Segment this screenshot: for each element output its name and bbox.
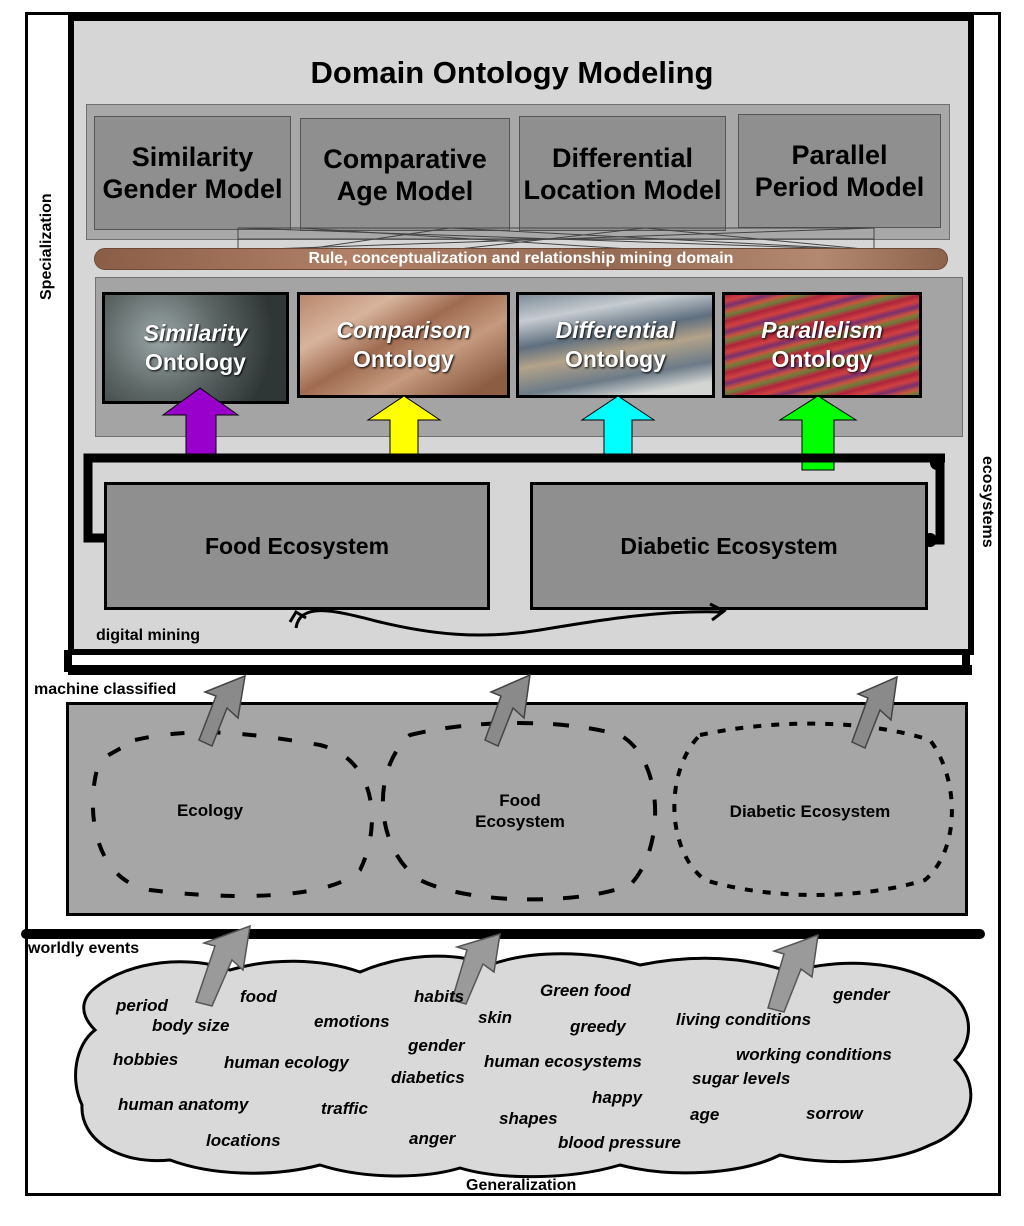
model-line1: Parallel <box>791 140 888 170</box>
grey-up-arrow <box>484 673 531 748</box>
ontology-line2: Ontology <box>353 346 454 372</box>
ecosystems-label: ecosystems <box>979 456 996 548</box>
event-word: greedy <box>570 1017 626 1036</box>
ontology-line1: Parallelism <box>761 317 883 343</box>
ecosystem-label: Diabetic Ecosystem <box>620 532 838 559</box>
rule-mining-bar: Rule, conceptualization and relationship… <box>94 248 948 270</box>
generalization-label: Generalization <box>466 1177 577 1194</box>
event-word: gender <box>408 1036 465 1055</box>
model-line2: Period Model <box>754 172 925 202</box>
ontology-line1: Comparison <box>336 317 471 343</box>
grey-up-arrow <box>767 933 819 1013</box>
event-word: traffic <box>321 1099 368 1118</box>
event-word: human ecology <box>224 1053 349 1072</box>
diagram-title: Domain Ontology Modeling <box>310 55 714 90</box>
model-line1: Similarity <box>131 142 254 172</box>
purple-up-arrow <box>161 387 240 459</box>
model-line2: Age Model <box>336 175 474 206</box>
ontology-line2: Ontology <box>565 346 666 372</box>
event-word: sorrow <box>806 1104 863 1123</box>
food-ecosystem-box: Food Ecosystem <box>104 482 490 610</box>
diabetic-ecosystem-box: Diabetic Ecosystem <box>530 482 928 610</box>
rule-bar-label: Rule, conceptualization and relationship… <box>308 250 734 267</box>
event-word: skin <box>478 1008 513 1027</box>
model-line2: Gender Model <box>102 174 283 204</box>
worldly-events-label: worldly events <box>28 940 140 957</box>
model-line2: Location Model <box>523 174 722 205</box>
event-word: diabetics <box>391 1068 465 1087</box>
event-word: blood pressure <box>558 1133 681 1152</box>
cluster-ecology: Ecology <box>150 800 270 821</box>
model-line1: Comparative <box>323 143 487 174</box>
specialization-label: Specialization <box>38 193 55 300</box>
event-word: happy <box>592 1088 643 1107</box>
grey-up-arrow <box>451 932 501 1005</box>
event-word: food <box>240 987 277 1006</box>
event-word: living conditions <box>676 1010 812 1029</box>
event-word: sugar levels <box>692 1069 791 1088</box>
event-word: age <box>690 1105 720 1124</box>
event-word: human anatomy <box>118 1095 249 1114</box>
cluster-line1: Food <box>499 791 541 810</box>
ecosystem-label: Food Ecosystem <box>204 532 390 559</box>
cluster-line2: Ecosystem <box>475 812 565 831</box>
event-word: body size <box>152 1016 230 1035</box>
cluster-line1: Diabetic Ecosystem <box>729 802 891 821</box>
ontology-line1: Similarity <box>143 320 248 346</box>
outer-frame <box>25 12 1001 1196</box>
event-word: gender <box>833 985 890 1004</box>
event-word: locations <box>206 1131 281 1150</box>
ontology-line1: Differential <box>555 317 676 343</box>
cyan-up-arrow <box>580 395 656 459</box>
digital-mining-label: digital mining <box>96 627 200 644</box>
grey-up-arrow <box>195 924 251 1007</box>
machine-classified-label: machine classified <box>34 681 177 698</box>
event-word: emotions <box>314 1012 390 1031</box>
event-word: human ecosystems <box>484 1052 642 1071</box>
event-word: shapes <box>499 1109 558 1128</box>
event-word: anger <box>409 1129 456 1148</box>
ontology-line2: Ontology <box>771 346 873 372</box>
ontology-line2: Ontology <box>145 349 246 375</box>
cluster-line1: Ecology <box>176 801 244 820</box>
event-word: working conditions <box>736 1045 892 1064</box>
grey-up-arrow <box>198 674 246 748</box>
grey-up-arrow <box>851 675 898 750</box>
event-word: hobbies <box>113 1050 179 1069</box>
model-line1: Differential <box>551 142 694 173</box>
cluster-diabetic-ecosystem: Diabetic Ecosystem <box>710 801 910 822</box>
event-word: habits <box>414 987 465 1006</box>
event-word: Green food <box>540 981 631 1000</box>
event-word: period <box>116 996 168 1015</box>
yellow-up-arrow <box>366 395 442 459</box>
